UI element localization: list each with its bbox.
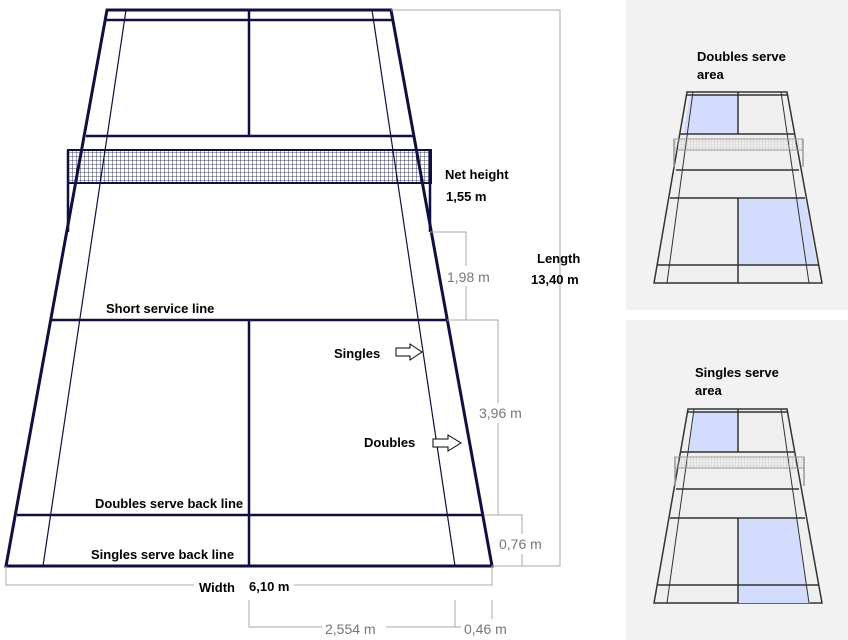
dim-396-bg: [476, 403, 530, 423]
doubles-arrow-icon: [432, 434, 462, 452]
singles-arrow-icon: [395, 343, 423, 361]
doubles-mini-singles-right: [780, 91, 810, 284]
doubles-mini-net: [673, 138, 804, 151]
singles-near-serve-area: [738, 518, 810, 603]
length-label: Length: [537, 251, 580, 266]
dim-2554-value: 2,554 m: [325, 621, 376, 637]
doubles-far-serve-area: [683, 95, 738, 134]
width-value: 6,10 m: [249, 579, 289, 594]
singles-serve-back-line-label: Singles serve back line: [91, 547, 234, 562]
singles-panel-title-line1: Singles serve: [695, 365, 779, 380]
dim-046-bg: [461, 619, 519, 639]
net-height-value: 1,55 m: [446, 189, 486, 204]
doubles-panel-title-line2: area: [697, 67, 725, 82]
width-label: Width: [199, 580, 235, 595]
singles-label: Singles: [334, 346, 380, 361]
short-service-line-label: Short service line: [106, 301, 214, 316]
dim-2554-bg: [322, 619, 386, 639]
singles-far-serve-area: [689, 412, 738, 452]
singles-mini-singles-right: [780, 408, 810, 604]
singles-panel-title-line2: area: [695, 383, 723, 398]
doubles-panel-title-line1: Doubles serve: [697, 49, 786, 64]
doubles-serve-back-line-label: Doubles serve back line: [95, 496, 243, 511]
dim-396-value: 3,96 m: [479, 405, 522, 421]
dim-076-value: 0,76 m: [499, 536, 542, 552]
doubles-mini-singles-left: [666, 91, 694, 284]
dim-076-bg: [496, 534, 550, 554]
width-label-bg: [194, 575, 294, 595]
net: [67, 149, 432, 184]
doubles-serve-area-panel: Doubles serve area: [626, 0, 848, 310]
singles-mini-singles-left: [666, 408, 695, 604]
length-value: 13,40 m: [531, 272, 579, 287]
singles-mini-net: [674, 456, 805, 469]
doubles-label: Doubles: [364, 435, 415, 450]
dim-198-value: 1,98 m: [447, 269, 490, 285]
net-height-label: Net height: [445, 167, 509, 182]
doubles-near-serve-area: [738, 198, 817, 265]
singles-sideline-right: [371, 9, 456, 567]
length-dimension: [391, 9, 561, 567]
singles-sideline-left: [42, 9, 127, 567]
singles-serve-area-panel: Singles serve area: [626, 320, 848, 640]
dim-046-value: 0,46 m: [464, 621, 507, 637]
main-court: [4, 8, 494, 568]
dim-198-bg: [444, 266, 498, 286]
